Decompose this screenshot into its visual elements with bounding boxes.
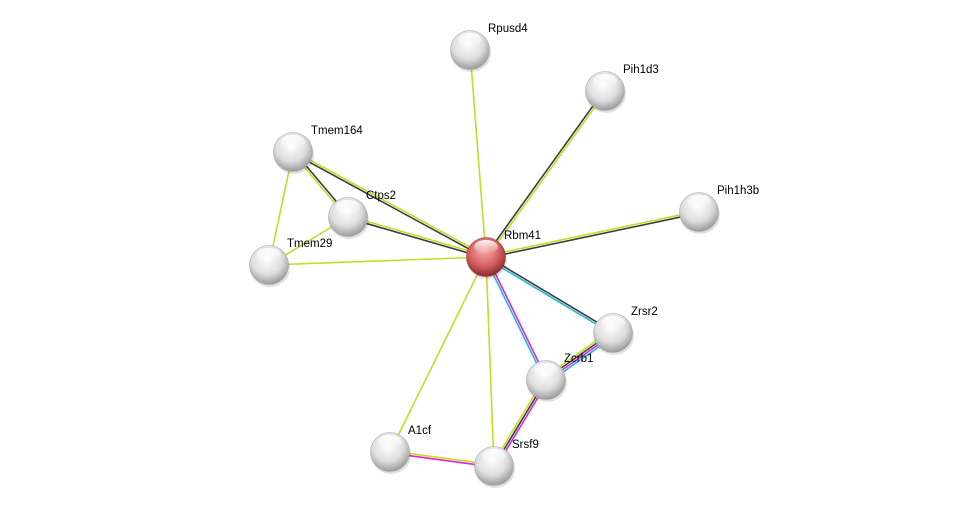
edge-line-experiments [486, 256, 548, 380]
node-pih1h3b[interactable]: Pih1h3b [679, 185, 760, 234]
node-highlight [458, 33, 482, 47]
node-label: Rpusd4 [488, 23, 528, 35]
edge-line-textmining [348, 215, 487, 257]
node-pih1d3[interactable]: Pih1d3 [585, 64, 659, 113]
edge-rbm41-ctps2[interactable] [347, 215, 487, 259]
edge-rbm41-tmem164[interactable] [292, 150, 487, 259]
edge-rbm41-tmem29[interactable] [268, 256, 487, 266]
edge-line-coexpression [347, 217, 486, 259]
node-rbm41[interactable]: Rbm41 [466, 230, 542, 279]
node-highlight [474, 240, 498, 254]
node-highlight [687, 195, 711, 209]
node-tmem29[interactable]: Tmem29 [249, 238, 333, 287]
node-highlight [257, 248, 281, 262]
node-label: Srsf9 [512, 439, 539, 451]
node-highlight [281, 135, 305, 149]
edge-line-textmining [268, 256, 487, 266]
node-a1cf[interactable]: A1cf [370, 425, 432, 474]
node-label: A1cf [408, 425, 432, 437]
edge-line-database [484, 257, 546, 381]
edge-rbm41-srsf9[interactable] [485, 256, 495, 467]
node-label: Zcrb1 [564, 353, 593, 365]
edge-line-textmining [485, 210, 699, 257]
edge-rbm41-pih1h3b[interactable] [485, 210, 700, 259]
node-highlight [534, 363, 558, 377]
edge-line-textmining [293, 150, 487, 257]
node-highlight [378, 435, 402, 449]
edge-rbm41-pih1d3[interactable] [484, 89, 607, 259]
node-label: Tmem164 [311, 125, 363, 137]
node-zrsr2[interactable]: Zrsr2 [593, 306, 658, 355]
node-label: Tmem29 [287, 238, 332, 250]
edge-line-textmining [486, 91, 607, 259]
node-highlight [593, 74, 617, 88]
node-label: Pih1d3 [623, 64, 659, 76]
edge-rbm41-zcrb1[interactable] [484, 256, 548, 381]
node-highlight [482, 449, 506, 463]
node-label: Zrsr2 [631, 306, 658, 318]
node-highlight [336, 200, 360, 214]
edge-rbm41-rpusd4[interactable] [469, 49, 487, 258]
edge-line-textmining [469, 49, 487, 258]
node-srsf9[interactable]: Srsf9 [474, 439, 539, 488]
edge-line-textmining [485, 256, 495, 467]
node-label: Rbm41 [504, 230, 541, 242]
node-zcrb1[interactable]: Zcrb1 [526, 353, 594, 402]
edge-rbm41-a1cf[interactable] [389, 256, 487, 453]
node-rpusd4[interactable]: Rpusd4 [450, 23, 529, 72]
edge-line-database [485, 257, 613, 335]
edge-line-coexpression [292, 152, 486, 259]
node-ctps2[interactable]: Ctps2 [328, 190, 397, 239]
node-label: Pih1h3b [717, 185, 759, 197]
node-label: Ctps2 [366, 190, 396, 202]
node-tmem164[interactable]: Tmem164 [273, 125, 364, 174]
node-highlight [601, 316, 625, 330]
edge-rbm41-zrsr2[interactable] [485, 255, 614, 335]
edge-line-textmining [389, 256, 487, 453]
edge-line-coexpression [486, 212, 700, 259]
edge-line-coexpression [486, 255, 614, 333]
edge-line-coexpression [484, 89, 605, 257]
